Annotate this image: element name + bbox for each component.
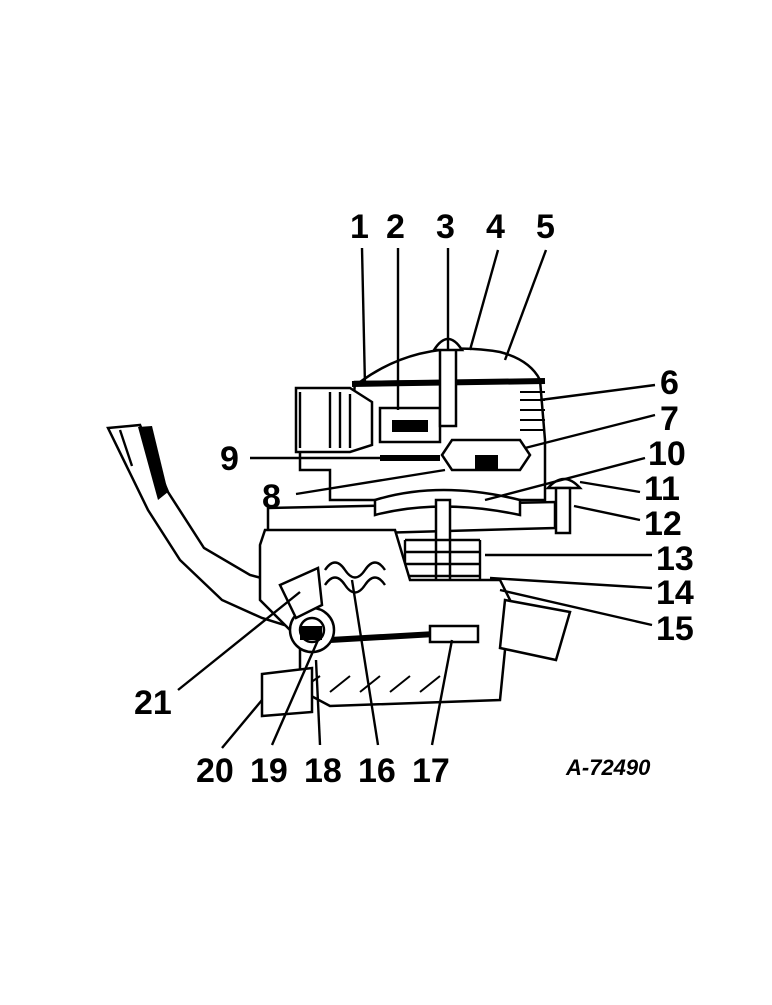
callout-6: 6 <box>660 364 679 402</box>
callout-8: 8 <box>262 478 281 516</box>
callout-7: 7 <box>660 400 679 438</box>
callout-21: 21 <box>134 684 172 722</box>
callout-12: 12 <box>644 505 682 543</box>
upper-body <box>294 337 547 502</box>
callout-4: 4 <box>486 208 505 246</box>
figure-reference: A-72490 <box>565 755 651 780</box>
callout-13: 13 <box>656 540 694 578</box>
diaphragm-assembly <box>266 477 583 642</box>
rocker-pin-and-spring <box>278 561 386 654</box>
pump-drawing <box>106 337 583 718</box>
callout-2: 2 <box>386 208 405 246</box>
callout-19: 19 <box>250 752 288 790</box>
callout-11: 11 <box>644 470 680 508</box>
callout-14: 14 <box>656 574 694 612</box>
callout-17: 17 <box>412 752 450 790</box>
leader-lines <box>177 247 656 749</box>
callout-15: 15 <box>656 610 694 648</box>
callout-20: 20 <box>196 752 234 790</box>
callout-3: 3 <box>436 208 455 246</box>
callout-9: 9 <box>220 440 239 478</box>
callout-18: 18 <box>304 752 342 790</box>
callout-5: 5 <box>536 208 555 246</box>
callout-10: 10 <box>648 435 686 473</box>
callout-1: 1 <box>350 208 369 246</box>
callouts: 1 2 3 4 5 6 7 9 10 8 11 12 13 14 15 21 2… <box>134 208 694 790</box>
callout-16: 16 <box>358 752 396 790</box>
